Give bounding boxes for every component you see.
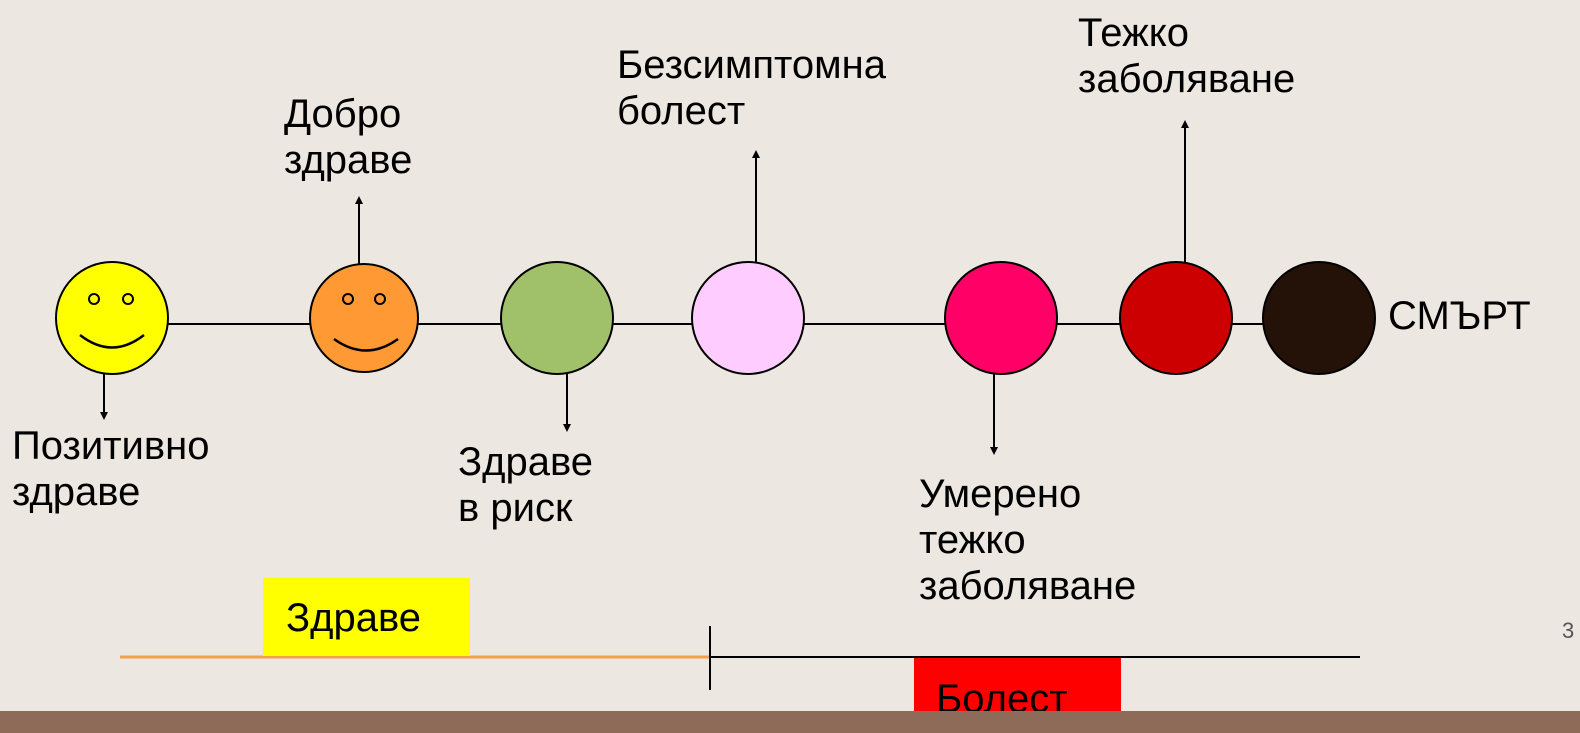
health-label: Здраве bbox=[286, 596, 422, 640]
label-health-at-risk: Здраве в риск bbox=[458, 440, 594, 530]
label-positive-health: Позитивно здраве bbox=[12, 424, 210, 514]
health-label-box: Здраве bbox=[263, 578, 470, 656]
footer-bar bbox=[0, 711, 1580, 733]
circle-good-health bbox=[309, 263, 419, 373]
label-moderate: Умерено тежко заболяване bbox=[919, 472, 1137, 608]
label-good-health: Добро здраве bbox=[284, 92, 413, 182]
circle-positive-health bbox=[55, 261, 169, 375]
circle-death bbox=[1262, 261, 1376, 375]
smiley-face-icon bbox=[79, 293, 145, 349]
circle-asymptomatic bbox=[691, 261, 805, 375]
page-number: 3 bbox=[1562, 618, 1575, 643]
circle-moderate bbox=[944, 261, 1058, 375]
circle-health-at-risk bbox=[500, 261, 614, 375]
label-severe: Тежко заболяване bbox=[1078, 11, 1296, 101]
circle-severe bbox=[1119, 261, 1233, 375]
smiley-face-icon bbox=[333, 293, 399, 352]
label-death: СМЪРТ bbox=[1388, 294, 1531, 338]
label-asymptomatic: Безсимптомна болест bbox=[617, 43, 886, 133]
